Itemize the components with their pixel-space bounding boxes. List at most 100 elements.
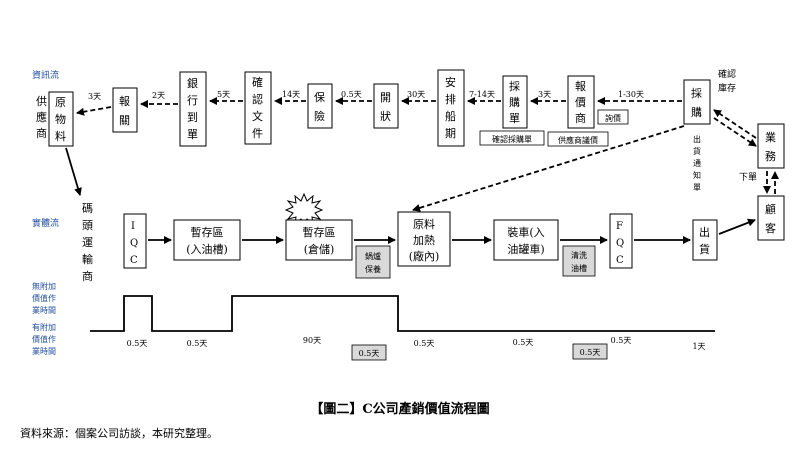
svg-text:排: 排 xyxy=(445,92,456,106)
svg-text:(倉儲): (倉儲) xyxy=(304,242,335,256)
svg-text:庫存: 庫存 xyxy=(718,82,736,94)
svg-text:確認: 確認 xyxy=(718,68,736,80)
svg-text:保養: 保養 xyxy=(365,264,381,274)
arrow-business-purchasing xyxy=(713,109,757,139)
svg-text:C: C xyxy=(616,255,624,266)
svg-text:客: 客 xyxy=(765,221,776,235)
svg-text:碼: 碼 xyxy=(82,202,93,215)
insurance-box: 保 險 xyxy=(307,83,333,129)
svg-text:單: 單 xyxy=(187,128,198,141)
timeline-boxed-label-1: 0.5天 xyxy=(351,344,387,361)
svg-text:原: 原 xyxy=(55,96,66,109)
svg-text:價值作: 價值作 xyxy=(32,334,56,344)
arrange-ship-box: 安 排 船 期 xyxy=(437,69,465,147)
shipping-notice-label: 出 貨 通 知 單 xyxy=(693,134,701,192)
shipping-box: 出 貨 xyxy=(692,219,718,261)
svg-text:0.5天: 0.5天 xyxy=(580,348,601,357)
loading-box: 裝車(入 油罐車) xyxy=(493,219,559,261)
svg-text:Q: Q xyxy=(616,238,624,249)
lane-physical-label: 實體流 xyxy=(32,217,59,229)
svg-text:鍋爐: 鍋爐 xyxy=(365,251,381,261)
svg-text:價: 價 xyxy=(575,95,586,109)
iqc-box: I Q C xyxy=(123,213,147,269)
svg-text:輸: 輸 xyxy=(82,252,93,266)
lane-va-label: 有附加 價值作 業時間 xyxy=(32,322,56,356)
time-label-05d: 0.5天 xyxy=(341,90,362,99)
time-label-3d-b: 3天 xyxy=(538,90,551,99)
time-label-5d: 5天 xyxy=(217,90,230,99)
heating-box: 原料 加熱 (廠內) xyxy=(397,211,451,267)
svg-text:確認採購單: 確認採購單 xyxy=(492,134,532,144)
svg-text:價值作: 價值作 xyxy=(32,293,56,303)
svg-text:貨: 貨 xyxy=(693,146,701,156)
svg-text:頭: 頭 xyxy=(82,219,93,232)
quotation-box: 報 價 商 xyxy=(567,75,595,129)
svg-text:出: 出 xyxy=(693,134,701,144)
svg-text:開: 開 xyxy=(380,91,391,104)
svg-text:單: 單 xyxy=(693,183,701,192)
svg-text:務: 務 xyxy=(765,149,776,163)
customer-box: 顧 客 xyxy=(757,195,785,241)
time-label-2d: 2天 xyxy=(152,91,165,100)
timeline-label-4: 0.5天 xyxy=(414,339,435,348)
svg-text:物: 物 xyxy=(55,112,66,126)
time-label-3d-a: 3天 xyxy=(88,92,101,101)
timeline-label-6: 0.5天 xyxy=(611,336,632,345)
open-lc-box: 開 狀 xyxy=(373,83,399,129)
fqc-box: F Q C xyxy=(609,213,633,269)
raw-material-box: 原 物 料 xyxy=(48,91,74,147)
svg-text:採: 採 xyxy=(691,86,702,100)
svg-text:確: 確 xyxy=(252,75,263,89)
svg-text:詢價: 詢價 xyxy=(605,113,621,123)
svg-text:清洗: 清洗 xyxy=(571,250,587,260)
svg-text:0.5天: 0.5天 xyxy=(359,349,380,358)
business-box: 業 務 xyxy=(757,123,785,169)
customs-box: 報 關 xyxy=(112,87,138,133)
supplier-quote-note: 供應商議價 xyxy=(547,131,609,147)
arrow-purchasing-business xyxy=(713,117,757,147)
time-label-7-14d: 7-14天 xyxy=(469,90,495,99)
arrow-shipping-customer xyxy=(718,218,756,235)
svg-text:Q: Q xyxy=(130,238,138,249)
time-label-14d: 14天 xyxy=(282,90,300,99)
svg-text:保: 保 xyxy=(314,90,325,104)
svg-text:無附加: 無附加 xyxy=(32,281,56,291)
time-label-1-30d: 1-30天 xyxy=(618,90,644,99)
svg-text:F: F xyxy=(616,221,623,232)
svg-text:商: 商 xyxy=(575,111,586,125)
timeline-boxed-label-2: 0.5天 xyxy=(572,343,608,360)
svg-text:I: I xyxy=(131,221,135,232)
timeline-label-5: 0.5天 xyxy=(513,338,534,347)
timeline xyxy=(90,295,715,332)
svg-text:(入油槽): (入油槽) xyxy=(186,242,228,256)
svg-text:銀: 銀 xyxy=(187,76,198,90)
svg-text:關: 關 xyxy=(119,114,130,127)
svg-text:加熱: 加熱 xyxy=(413,234,435,247)
svg-text:認: 認 xyxy=(252,92,263,106)
svg-text:原料: 原料 xyxy=(413,217,435,231)
svg-text:暫存區: 暫存區 xyxy=(191,225,224,239)
figure-caption: 【圖二】C公司產銷價值流程圖 xyxy=(310,401,489,417)
storage-warehouse-box: 暫存區 (倉儲) xyxy=(285,219,353,261)
svg-text:供應商議價: 供應商議價 xyxy=(558,135,598,145)
lane-nva-label: 無附加 價值作 業時間 xyxy=(32,281,56,315)
timeline-label-7: 1天 xyxy=(692,342,705,351)
confirm-document-box: 確 認 文 件 xyxy=(244,71,272,145)
purchase-order-box: 採 購 單 xyxy=(502,75,528,129)
svg-text:暫存區: 暫存區 xyxy=(303,225,336,239)
lane-info-label: 資訊流 xyxy=(32,69,59,81)
svg-text:狀: 狀 xyxy=(380,109,391,123)
svg-text:商: 商 xyxy=(82,269,93,283)
timeline-label-1: 0.5天 xyxy=(127,339,148,348)
svg-text:料: 料 xyxy=(55,129,66,143)
time-label-30d: 30天 xyxy=(407,90,425,99)
bank-bill-box: 銀 行 到 單 xyxy=(179,71,207,147)
place-order-label: 下單 xyxy=(739,172,757,183)
storage-tank-box: 暫存區 (入油槽) xyxy=(173,219,241,261)
supplier-label: 供 應 商 xyxy=(36,94,47,140)
svg-text:報: 報 xyxy=(119,95,130,108)
svg-text:件: 件 xyxy=(252,127,263,140)
svg-text:業時間: 業時間 xyxy=(32,346,56,356)
svg-text:C: C xyxy=(130,255,138,266)
